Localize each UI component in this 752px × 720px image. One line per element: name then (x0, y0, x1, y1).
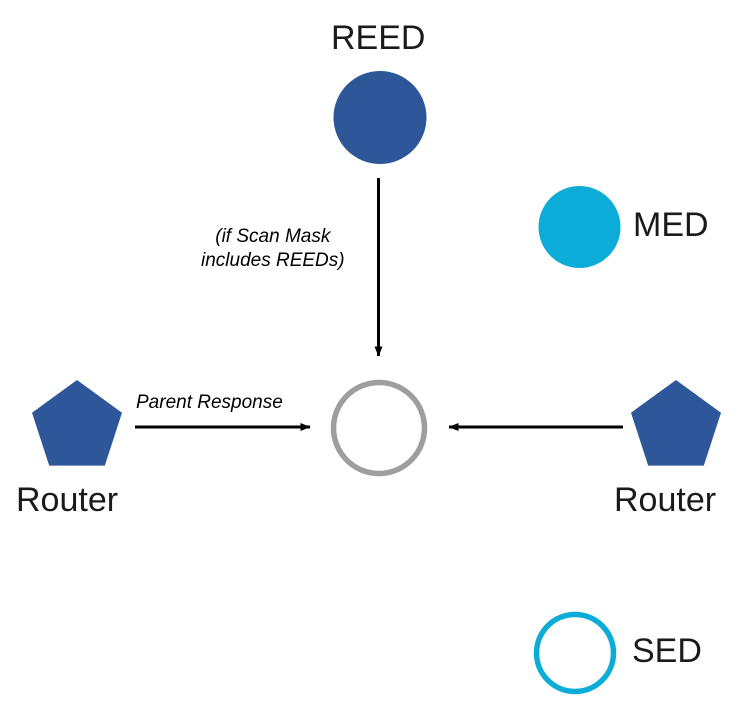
node-label-router-left: Router (16, 481, 119, 519)
node-label-med: MED (633, 206, 709, 244)
node-med[interactable] (538, 186, 621, 268)
node-router-right[interactable] (631, 380, 721, 466)
edge-label-scan-mask-line-1: (if Scan Mask (215, 226, 331, 247)
node-label-router-right: Router (614, 481, 717, 519)
node-center-child[interactable] (330, 379, 428, 477)
node-label-reed: REED (331, 19, 426, 57)
node-router-left[interactable] (32, 380, 122, 466)
edge-label-scan-mask: (if Scan Mask includes REEDs) (201, 225, 345, 274)
node-reed[interactable] (333, 71, 427, 164)
edge-label-scan-mask-line-2: includes REEDs) (201, 250, 345, 272)
node-label-sed: SED (632, 632, 702, 670)
edge-label-parent-response: Parent Response (136, 392, 283, 413)
node-sed[interactable] (533, 611, 617, 695)
